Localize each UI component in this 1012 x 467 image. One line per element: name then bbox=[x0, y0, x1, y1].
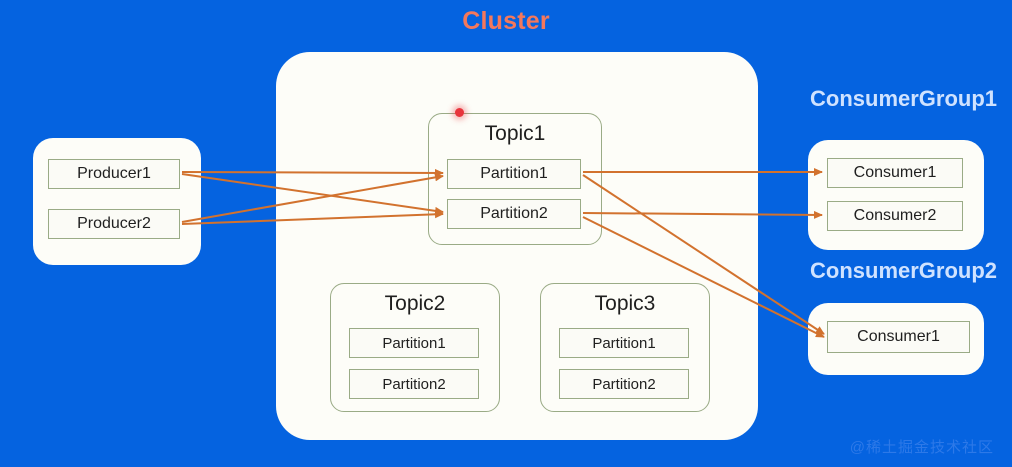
topic1-selection-handle-icon[interactable] bbox=[455, 108, 464, 117]
consumer-group-1-panel[interactable] bbox=[808, 140, 984, 250]
topic1-title: Topic1 bbox=[484, 122, 546, 145]
producer-panel[interactable] bbox=[33, 138, 201, 265]
consumer-group-1-consumer1-box[interactable]: Consumer1 bbox=[827, 158, 963, 188]
topic1-partition1-box[interactable]: Partition1 bbox=[447, 159, 581, 189]
topic3-partition2-box[interactable]: Partition2 bbox=[559, 369, 689, 399]
topic2-partition2-box[interactable]: Partition2 bbox=[349, 369, 479, 399]
producer1-box[interactable]: Producer1 bbox=[48, 159, 180, 189]
topic3-partition1-box[interactable]: Partition1 bbox=[559, 328, 689, 358]
topic3-title: Topic3 bbox=[594, 292, 656, 315]
topic2-partition1-box[interactable]: Partition1 bbox=[349, 328, 479, 358]
consumer-group-2-consumer1-box[interactable]: Consumer1 bbox=[827, 321, 970, 353]
topic-box-topic2[interactable]: Topic2 bbox=[330, 283, 500, 412]
topic2-title: Topic2 bbox=[384, 292, 446, 315]
cluster-title: Cluster bbox=[462, 7, 550, 35]
consumer-group-1-title: ConsumerGroup1 bbox=[810, 86, 998, 111]
consumer-group-1-consumer2-box[interactable]: Consumer2 bbox=[827, 201, 963, 231]
watermark: @稀土掘金技术社区 bbox=[849, 439, 994, 456]
producer2-box[interactable]: Producer2 bbox=[48, 209, 180, 239]
topic1-partition2-box[interactable]: Partition2 bbox=[447, 199, 581, 229]
consumer-group-2-title: ConsumerGroup2 bbox=[810, 258, 998, 283]
